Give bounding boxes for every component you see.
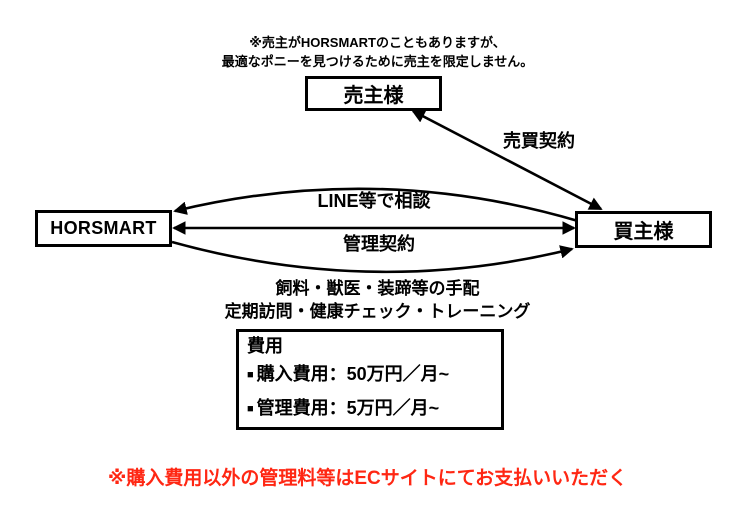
square-bullet-icon: ■ (247, 369, 254, 381)
seller-box: 売主様 (305, 76, 442, 111)
cost-item-purchase-text: 購入費用：50万円／月~ (256, 364, 450, 384)
cost-item-management: ■管理費用：5万円／月~ (247, 392, 493, 426)
services-arrow (171, 240, 574, 274)
cost-box: 費用 ■購入費用：50万円／月~ ■管理費用：5万円／月~ (236, 329, 504, 430)
horsmart-label: HORSMART (50, 218, 157, 238)
top-note-line2: 最適なポニーを見つけるために売主を限定しません。 (221, 54, 534, 69)
footnote: ※購入費用以外の管理料等はECサイトにてお支払いいただく (107, 468, 628, 489)
services-line1: 飼料・獣医・装蹄等の手配 (275, 279, 480, 298)
line-consult-arrow (173, 187, 579, 223)
cost-item-purchase: ■購入費用：50万円／月~ (247, 358, 493, 392)
services-line2: 定期訪問・健康チェック・トレーニング (224, 302, 531, 321)
top-note-line1: ※売主がHORSMARTのこともありますが、 (249, 35, 506, 50)
seller-label: 売主様 (343, 85, 404, 107)
square-bullet-icon: ■ (247, 403, 254, 415)
services-text: 飼料・獣医・装蹄等の手配 定期訪問・健康チェック・トレーニング (0, 277, 755, 323)
sales-contract-arrow (411, 109, 603, 211)
buyer-box: 買主様 (575, 211, 712, 248)
top-note: ※売主がHORSMARTのこともありますが、 最適なポニーを見つけるために売主を… (0, 33, 755, 71)
cost-box-title: 費用 (247, 336, 283, 356)
horsmart-box: HORSMART (35, 210, 172, 247)
line-consult-label: LINE等で相談 (317, 191, 431, 211)
buyer-label: 買主様 (613, 221, 674, 243)
cost-item-management-text: 管理費用：5万円／月~ (256, 398, 440, 418)
sales-contract-label: 売買契約 (503, 131, 575, 151)
management-contract-label: 管理契約 (343, 234, 415, 254)
